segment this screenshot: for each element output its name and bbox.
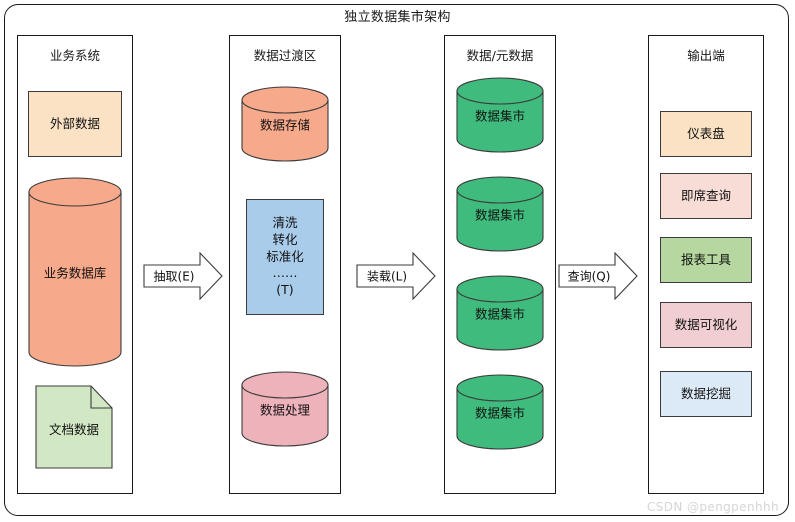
node-dashboard[interactable]: 仪表盘 xyxy=(660,111,752,157)
arrow-shape xyxy=(558,252,638,300)
node-data-mart-2[interactable]: 数据集市 xyxy=(456,176,544,252)
node-data-mining[interactable]: 数据挖掘 xyxy=(660,371,752,417)
node-external-data[interactable]: 外部数据 xyxy=(28,91,122,157)
arrow-load: 装载(L) xyxy=(356,252,436,300)
node-document-data[interactable]: 文档数据 xyxy=(35,385,113,469)
cylinder-shape xyxy=(456,176,544,252)
node-ad-hoc-query[interactable]: 即席查询 xyxy=(660,173,752,219)
arrow-extract: 抽取(E) xyxy=(143,252,223,300)
cylinder-shape xyxy=(28,177,122,367)
node-reporting-tool[interactable]: 报表工具 xyxy=(660,237,752,283)
node-label-dashboard: 仪表盘 xyxy=(687,125,725,141)
node-data-storage[interactable]: 数据存储 xyxy=(241,86,329,162)
node-business-database[interactable]: 业务数据库 xyxy=(28,177,122,367)
arrow-shape xyxy=(356,252,436,300)
node-label-ad-hoc-query: 即席查询 xyxy=(680,187,731,203)
arrow-shape xyxy=(143,252,223,300)
node-data-processing[interactable]: 数据处理 xyxy=(241,371,329,447)
node-label-transform-steps: 清洗 转化 标准化 …… (T) xyxy=(266,214,304,298)
column-title-business-system: 业务系统 xyxy=(49,48,100,63)
arrow-query: 查询(Q) xyxy=(558,252,638,300)
node-label-data-visualization: 数据可视化 xyxy=(674,316,738,332)
column-title-output-side: 输出端 xyxy=(687,48,725,63)
node-data-mart-4[interactable]: 数据集市 xyxy=(456,374,544,450)
column-title-data-metadata: 数据/元数据 xyxy=(466,48,534,63)
cylinder-shape xyxy=(456,275,544,351)
node-data-mart-3[interactable]: 数据集市 xyxy=(456,275,544,351)
node-label-data-mining: 数据挖掘 xyxy=(680,385,731,401)
cylinder-shape xyxy=(456,374,544,450)
column-title-data-staging-area: 数据过渡区 xyxy=(253,48,317,63)
node-data-visualization[interactable]: 数据可视化 xyxy=(660,302,752,348)
page-title: 独立数据集市架构 xyxy=(344,10,451,25)
cylinder-shape xyxy=(241,86,329,162)
document-shape xyxy=(35,385,113,469)
cylinder-shape xyxy=(241,371,329,447)
node-label-reporting-tool: 报表工具 xyxy=(680,251,731,267)
node-label-external-data: 外部数据 xyxy=(49,115,100,131)
cylinder-shape xyxy=(456,77,544,153)
watermark: CSDN @pengpenhhh xyxy=(646,500,779,514)
node-transform-steps[interactable]: 清洗 转化 标准化 …… (T) xyxy=(246,199,324,315)
node-data-mart-1[interactable]: 数据集市 xyxy=(456,77,544,153)
